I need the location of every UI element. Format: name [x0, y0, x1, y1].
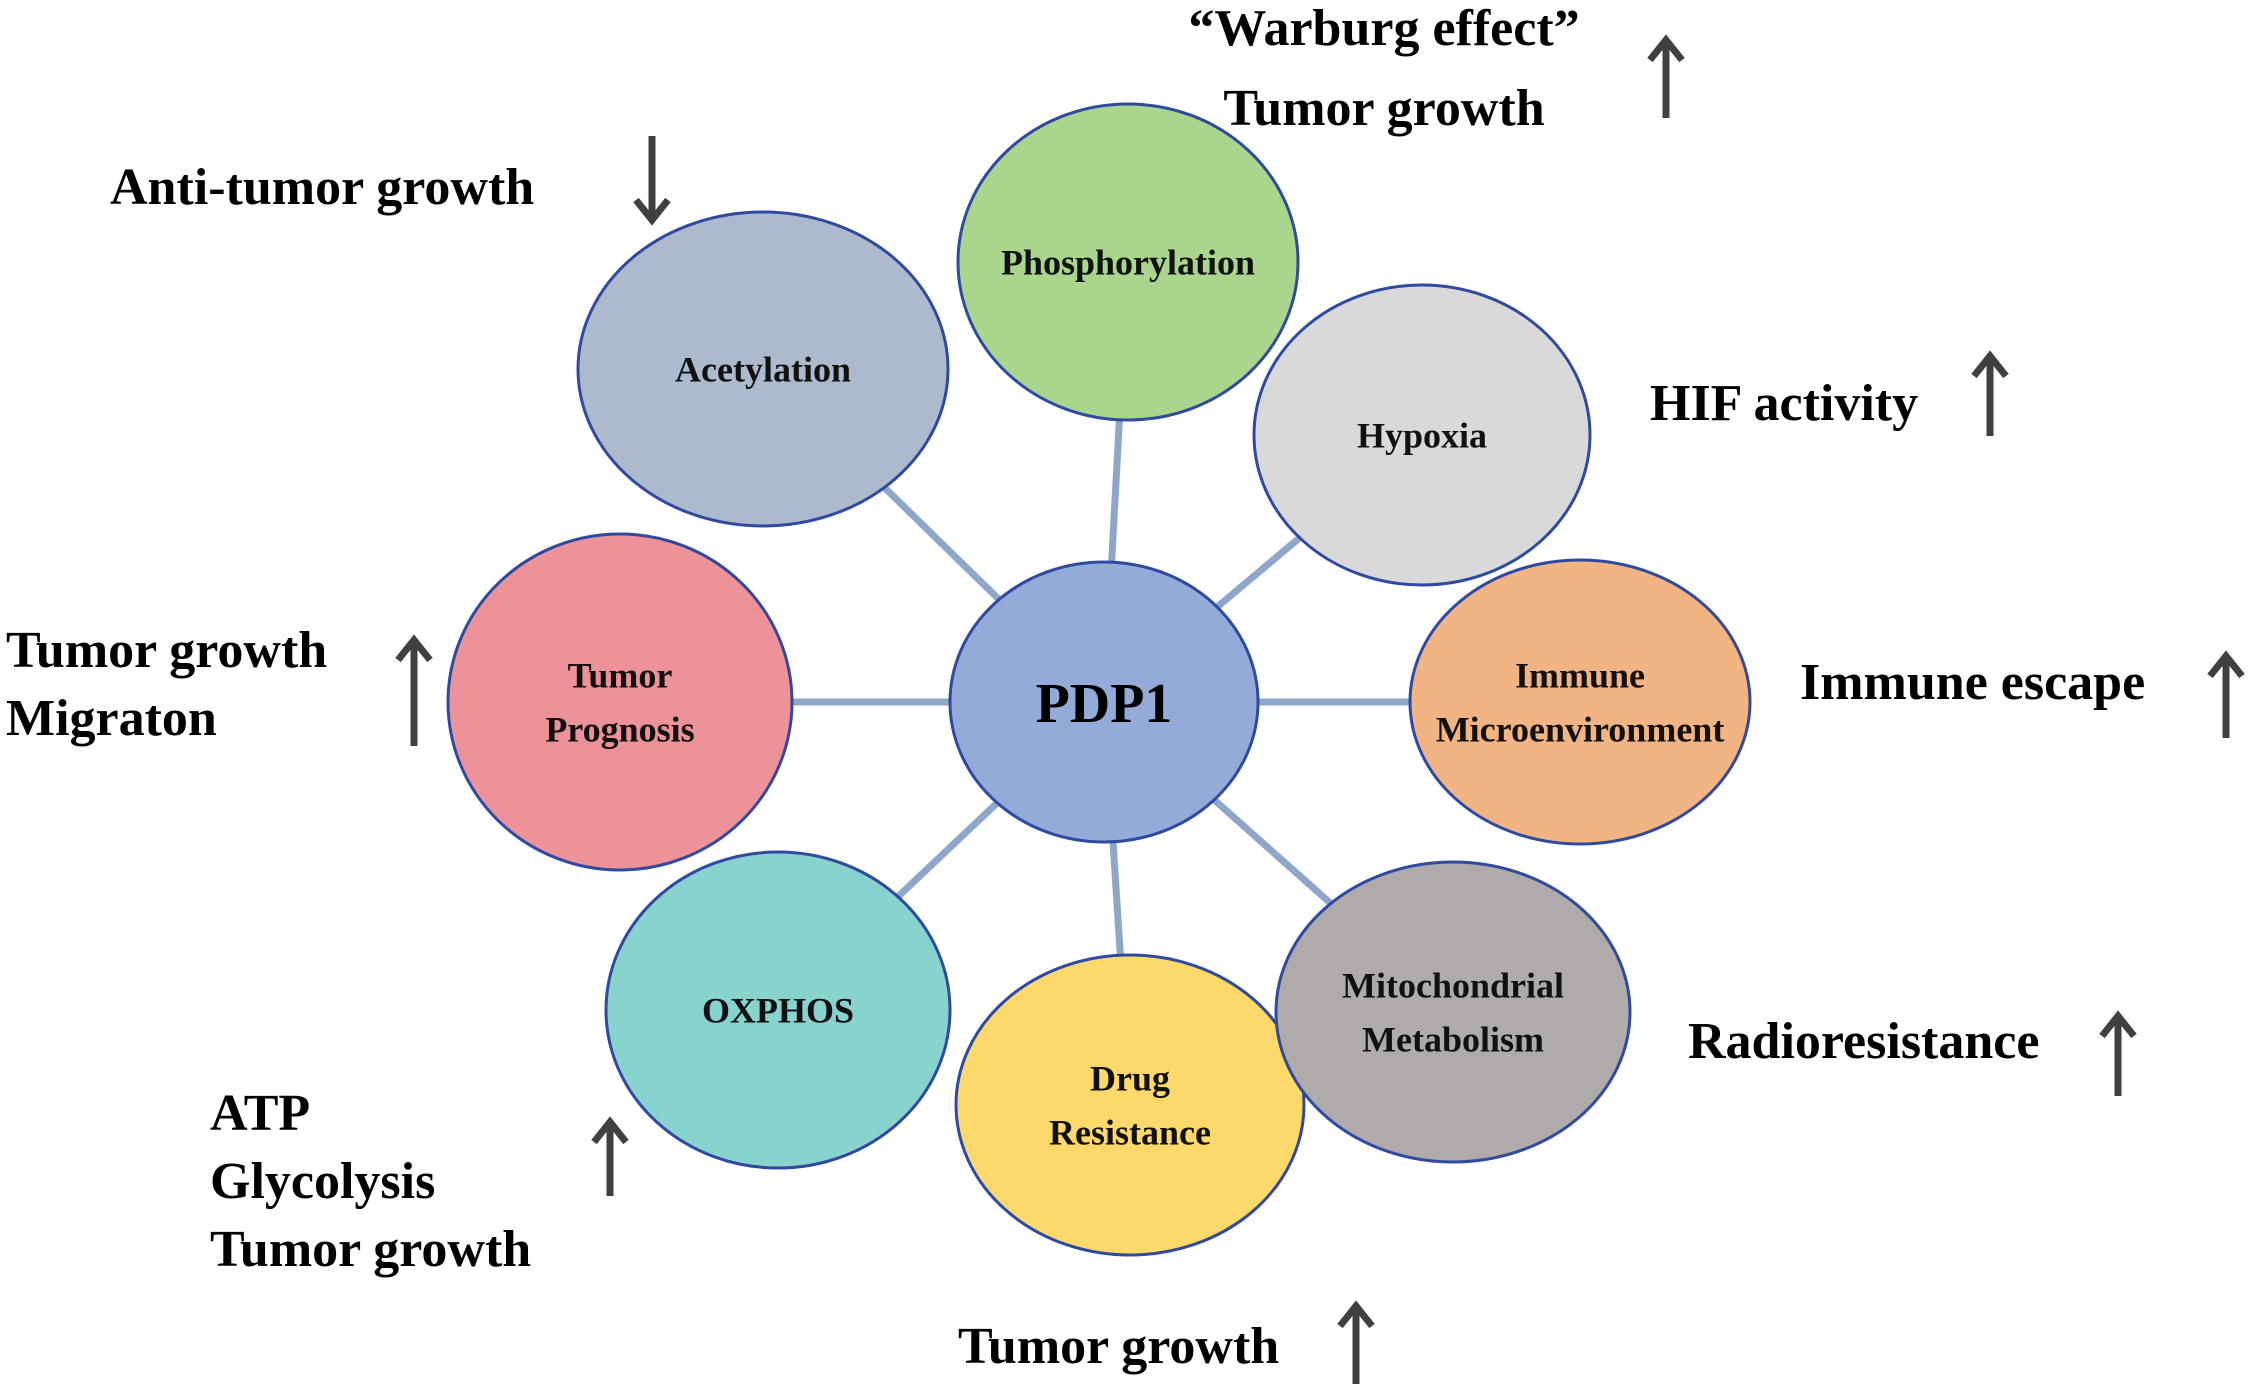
node-circle	[604, 850, 952, 1170]
node-circle	[1274, 860, 1632, 1164]
node-label: Phosphorylation	[1001, 243, 1255, 283]
outcome-label: Tumor growth	[1223, 80, 1544, 137]
node-circle	[1408, 558, 1752, 846]
outcome-label: Glycolysis	[210, 1153, 435, 1210]
arrow-up-icon	[1337, 1300, 1375, 1384]
outcome-hypoxia: HIF activity	[1650, 375, 1918, 432]
outcome-label: Tumor growth	[958, 1318, 1279, 1375]
outcome-label: ATP	[210, 1085, 310, 1142]
arrow-up-icon	[1971, 350, 2009, 436]
outcome-mitochondrial-metabolism: Radioresistance	[1688, 1013, 2039, 1070]
node-circle	[1252, 283, 1592, 587]
node-label: Tumor	[568, 656, 673, 696]
node-label: Drug	[1090, 1059, 1170, 1099]
outcome-label: Anti-tumor growth	[110, 159, 534, 216]
arrow-down-icon	[633, 136, 671, 226]
node-label: Mitochondrial	[1342, 966, 1564, 1006]
outcome-label: Migraton	[6, 690, 217, 747]
node-oxphos: OXPHOS	[604, 850, 952, 1170]
node-circle	[956, 102, 1300, 422]
node-label: Resistance	[1049, 1113, 1211, 1153]
outcome-drug-resistance: Tumor growth	[958, 1318, 1279, 1375]
arrow-up-icon	[1647, 34, 1685, 118]
node-label: Acetylation	[675, 350, 851, 390]
node-hypoxia: Hypoxia	[1252, 283, 1592, 587]
node-phosphorylation: Phosphorylation	[956, 102, 1300, 422]
outcome-immune-microenvironment: Immune escape	[1800, 654, 2145, 711]
center-circle	[948, 560, 1260, 844]
node-label: Hypoxia	[1357, 416, 1487, 456]
outcome-acetylation: Anti-tumor growth	[110, 159, 534, 216]
outcome-phosphorylation: “Warburg effect” Tumor growth	[1188, 0, 1579, 137]
node-acetylation: Acetylation	[576, 210, 950, 528]
node-label: Immune	[1515, 656, 1645, 696]
node-circle	[446, 532, 794, 872]
node-label: OXPHOS	[702, 991, 854, 1031]
outcome-label: Immune escape	[1800, 654, 2145, 711]
node-label: Prognosis	[545, 710, 694, 750]
node-label: Metabolism	[1362, 1020, 1544, 1060]
arrow-up-icon	[591, 1116, 629, 1196]
node-circle	[576, 210, 950, 528]
arrow-up-icon	[2207, 650, 2245, 738]
arrow-up-icon	[395, 634, 433, 746]
outcome-label: “Warburg effect”	[1188, 0, 1579, 57]
arrow-up-icon	[2099, 1010, 2137, 1096]
center-node: PDP1	[948, 560, 1260, 844]
outcome-label: Radioresistance	[1688, 1013, 2039, 1070]
node-circle	[954, 953, 1306, 1257]
outcome-label: Tumor growth	[6, 622, 327, 679]
outcome-label: HIF activity	[1650, 375, 1918, 432]
node-label: Microenvironment	[1436, 710, 1725, 750]
center-label: PDP1	[1036, 673, 1173, 735]
outcome-label: Tumor growth	[210, 1221, 531, 1278]
